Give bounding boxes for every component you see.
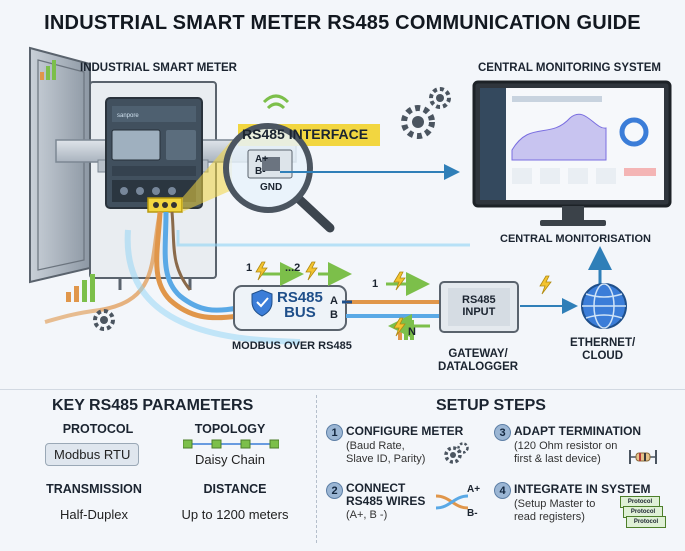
seq-label-1b: 1	[372, 278, 379, 290]
monitoring-label: CENTRAL MONITORING SYSTEM	[478, 62, 661, 74]
step-1-title: CONFIGURE METER	[346, 424, 464, 438]
signal-bars-left-icon	[66, 274, 95, 302]
rs485-bus-box	[233, 285, 347, 331]
port-gnd-label: GND	[260, 182, 283, 193]
gear-icon-left	[93, 309, 115, 331]
protocol-value: Modbus RTU	[45, 443, 140, 466]
protocol-stack-icon: Protocol Protocol Protocol	[620, 496, 666, 530]
daisy-chain-icon	[183, 439, 279, 449]
interface-label: RS485 INTERFACE	[242, 126, 369, 142]
topology-label: TOPOLOGY	[194, 422, 266, 436]
transmission-label: TRANSMISSION	[46, 482, 142, 496]
step-2-title: CONNECT RS485 WIRES	[346, 481, 426, 508]
ethernet-label: ETHERNET/ CLOUD	[570, 337, 636, 362]
section-divider-vertical	[316, 395, 317, 543]
bus-b-label: B	[330, 309, 338, 321]
step-1-number: 1	[326, 424, 343, 441]
step-4-desc: (Setup Master to read registers)	[514, 498, 596, 523]
step-3-desc: (120 Ohm resistor on first & last device…	[514, 440, 618, 465]
wire-a-label: A+	[467, 484, 481, 495]
communication-diagram: sanpore	[29, 46, 672, 345]
port-a-label: A+	[255, 154, 269, 165]
gateway-box-label: RS485 INPUT	[462, 294, 496, 318]
distance-value: Up to 1200 meters	[181, 507, 289, 522]
step-3-number: 3	[494, 424, 511, 441]
distance-label: DISTANCE	[203, 482, 267, 496]
step-3-title: ADAPT TERMINATION	[514, 424, 642, 438]
meter-label: INDUSTRIAL SMART METER	[80, 62, 237, 74]
transmission-value: Half-Duplex	[60, 507, 128, 522]
bus-a-label: A	[330, 295, 338, 307]
lightning-icon-3	[393, 271, 406, 291]
lightning-icon-4	[393, 317, 406, 337]
monitorisation-label: CENTRAL MONITORISATION	[500, 233, 651, 245]
step-4-title: INTEGRATE IN SYSTEM	[514, 482, 651, 496]
globe-icon	[581, 283, 627, 329]
smart-meter	[105, 97, 203, 209]
steps-heading: SETUP STEPS	[436, 397, 546, 414]
protocol-label: PROTOCOL	[62, 422, 134, 436]
modbus-label: MODBUS OVER RS485	[232, 340, 352, 352]
seq-label-1: 1	[246, 262, 253, 274]
step-1-desc: (Baud Rate, Slave ID, Parity)	[346, 440, 426, 465]
meter-brand: sanpore	[117, 113, 139, 119]
protocol-stack-3: Protocol	[626, 516, 666, 528]
params-heading: KEY RS485 PARAMETERS	[52, 397, 254, 414]
port-b-label: B-	[255, 166, 266, 177]
lightning-icon-2	[305, 261, 318, 281]
cabinet-door	[29, 46, 91, 284]
signal-waves-icon	[262, 94, 290, 110]
bus-label: RS485 BUS	[277, 289, 323, 321]
wires-icon	[435, 494, 469, 510]
page-title: INDUSTRIAL SMART METER RS485 COMMUNICATI…	[44, 12, 641, 34]
gateway-device	[439, 281, 519, 333]
monitor-screen	[472, 80, 672, 226]
step-4-number: 4	[494, 482, 511, 499]
gateway-label: GATEWAY/ DATALOGGER	[438, 348, 519, 373]
step-2-number: 2	[326, 482, 343, 499]
step-2-desc: (A+, B -)	[346, 509, 388, 521]
wire-b-label: B-	[467, 508, 478, 519]
resistor-icon	[629, 450, 657, 464]
lightning-icon-5	[539, 275, 552, 295]
gear-icon-step1	[444, 442, 469, 464]
gear-icon-top-small	[429, 87, 451, 109]
lightning-icon-1	[255, 261, 268, 281]
seq-label-n: N	[408, 326, 416, 338]
gear-icon-top-large	[401, 105, 435, 139]
signal-bars-top-icon	[40, 60, 56, 80]
section-divider-horizontal	[0, 389, 685, 390]
seq-label-2: ...2	[285, 262, 301, 274]
topology-value: Daisy Chain	[194, 452, 266, 467]
